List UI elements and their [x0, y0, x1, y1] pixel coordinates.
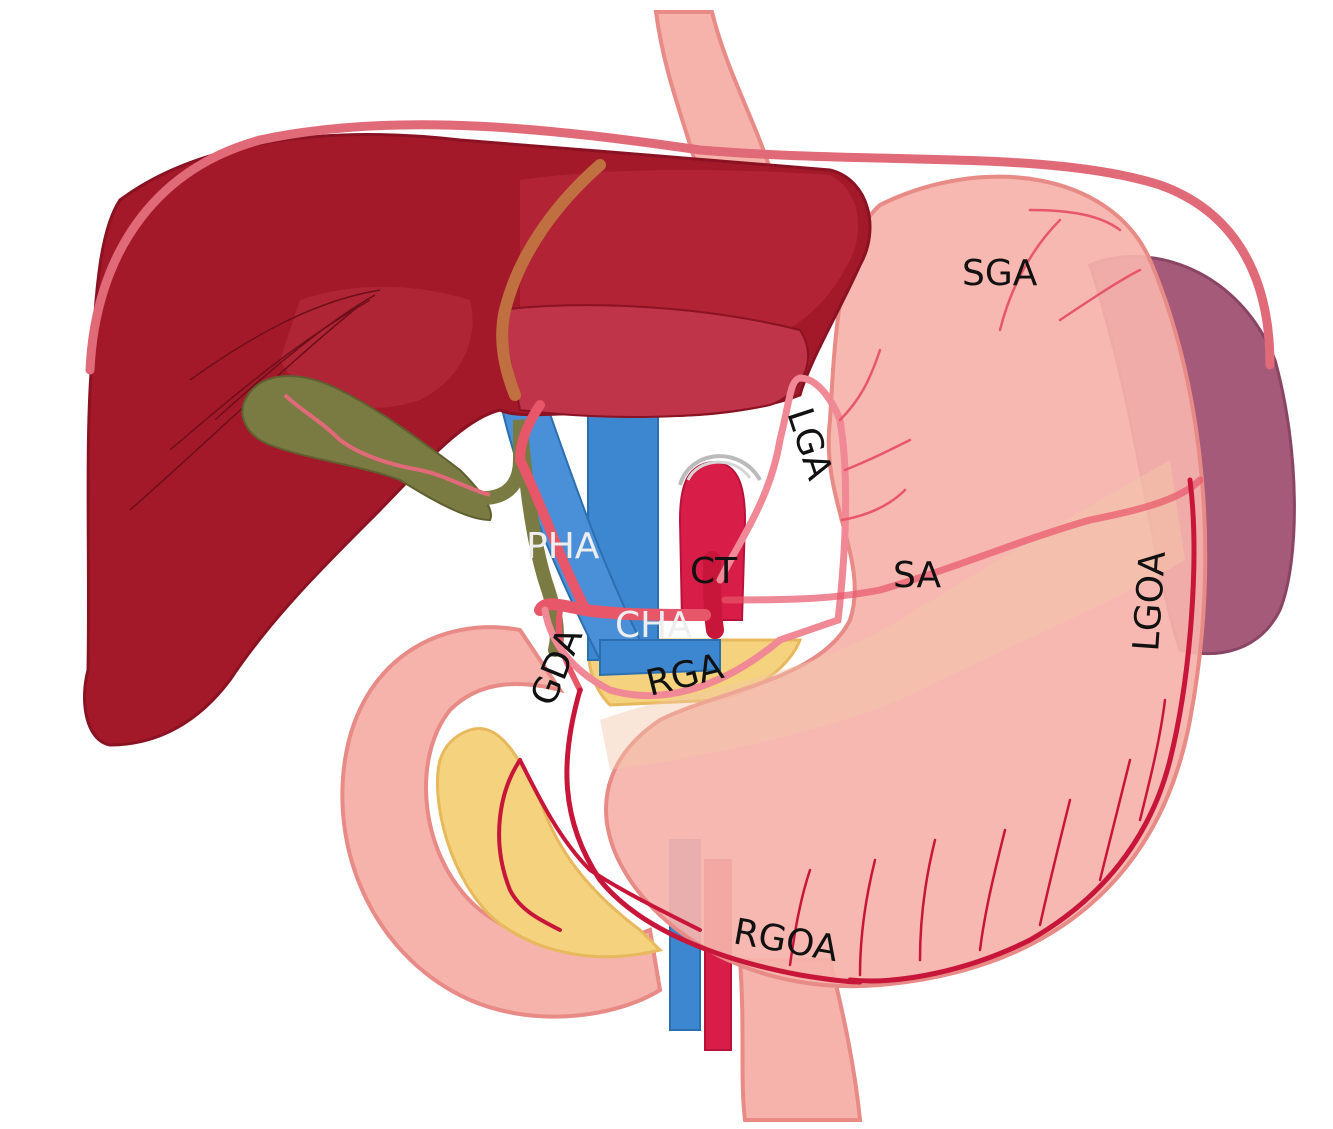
celiac-trunk — [703, 551, 724, 639]
aortic-hiatus — [678, 454, 762, 486]
gastric-branch-2 — [843, 438, 912, 472]
arterial-tree — [497, 208, 1204, 985]
liver-surface-line — [189, 289, 381, 381]
omental-branch-5 — [1138, 698, 1167, 822]
pancreaticoduodenal-artery-2 — [518, 758, 702, 932]
liver-surface-line — [169, 299, 371, 451]
right-gastroomental-artery — [564, 687, 863, 985]
jejunum — [737, 958, 863, 1122]
right-gastric-artery — [541, 606, 784, 699]
pancreaticoduodenal-artery — [497, 758, 562, 932]
label-sa: SA — [893, 555, 942, 596]
label-pha: PHA — [526, 526, 600, 567]
duodenum — [340, 625, 663, 1019]
omental-branch-4 — [1098, 758, 1132, 882]
cystic-artery — [283, 393, 491, 497]
splenic-vein — [599, 639, 721, 677]
omental-branch-2 — [978, 828, 1007, 952]
diaphragm-line — [85, 120, 1275, 375]
splenic-artery — [721, 476, 1204, 604]
omental-branch-6 — [858, 858, 877, 977]
common-hepatic-artery — [534, 598, 711, 621]
gastric-branch-3 — [840, 488, 907, 522]
short-gastric-artery-2 — [1028, 208, 1122, 232]
liver-lower-lobe — [498, 304, 810, 418]
left-gastroomental-artery — [847, 477, 1197, 984]
gastric-branch — [838, 348, 882, 422]
falciform-ligament — [496, 159, 606, 401]
liver-right-lobe-highlight — [280, 286, 473, 408]
label-cha: CHA — [615, 605, 692, 646]
liver-surface-line — [214, 294, 376, 421]
proper-hepatic-artery — [514, 400, 590, 613]
omental-branch — [918, 838, 937, 962]
label-sga: SGA — [962, 253, 1038, 294]
left-gastric-artery — [716, 374, 850, 644]
short-gastric-artery-3 — [1058, 268, 1142, 322]
omental-branch-3 — [1038, 798, 1072, 927]
label-ct: CT — [690, 551, 738, 592]
aortic-hiatus-inner — [686, 460, 752, 481]
label-lgoa: LGOA — [1126, 549, 1174, 652]
omental-branch-7 — [788, 868, 812, 967]
short-gastric-artery — [998, 218, 1062, 332]
liver-left-lobe-highlight — [520, 170, 859, 345]
